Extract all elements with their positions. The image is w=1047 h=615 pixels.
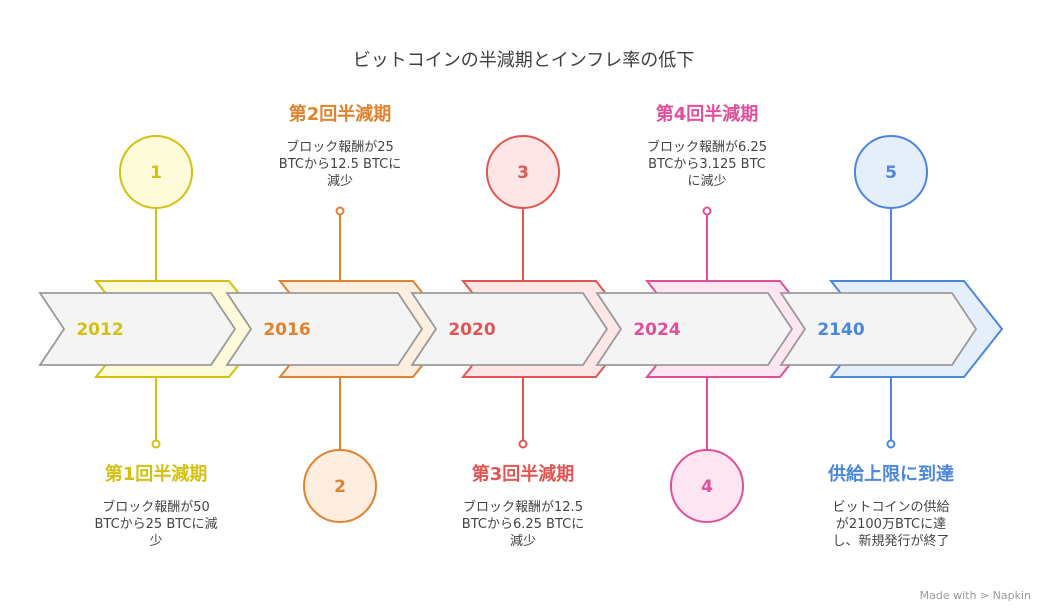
stage-title: 第3回半減期 [471, 464, 575, 485]
napkin-brand: Napkin [992, 589, 1031, 602]
stage-number: 4 [701, 477, 713, 497]
year-label: 2140 [817, 320, 864, 340]
timeline-chevron [225, 292, 424, 366]
made-with-napkin: Made with ⋗ Napkin [920, 589, 1031, 602]
description-line: ブロック報酬が25 [286, 140, 394, 155]
stage-number: 1 [150, 163, 162, 183]
description-line: BTCから3.125 BTC [648, 157, 766, 172]
stage-title: 第1回半減期 [104, 464, 208, 485]
description-line: BTCから12.5 BTCに [278, 157, 402, 172]
stage-number: 2 [334, 477, 346, 497]
connector-dot [335, 206, 345, 216]
stage-title: 供給上限に到達 [828, 464, 954, 485]
stage-number-circle [486, 135, 560, 209]
description-line: BTCから6.25 BTCに [461, 517, 585, 532]
description-line: し、新規発行が終了 [832, 534, 950, 549]
timeline-chevron [38, 292, 237, 366]
stage-number: 5 [885, 163, 897, 183]
description-line: 減少 [509, 534, 536, 549]
timeline-chevron [410, 292, 609, 366]
year-label: 2012 [76, 320, 123, 340]
timeline-chevron [779, 292, 978, 366]
stage-description: ビットコインの供給が2100万BTCに達し、新規発行が終了 [816, 499, 966, 550]
made-with-label: Made with [919, 589, 977, 602]
diagram-title: ビットコインの半減期とインフレ率の低下 [352, 50, 695, 71]
stage-number-circle [670, 449, 744, 523]
description-line: ビットコインの供給 [832, 500, 950, 515]
description-line: が2100万BTCに達 [835, 517, 947, 532]
description-line: 少 [149, 534, 163, 549]
year-label: 2024 [633, 320, 680, 340]
connector-dot [886, 439, 896, 449]
stage-number: 3 [517, 163, 529, 183]
year-label: 2016 [263, 320, 310, 340]
stage-number-circle [119, 135, 193, 209]
timeline-chevron [595, 292, 794, 366]
stage-number-circle [854, 135, 928, 209]
description-line: ブロック報酬が50 [102, 500, 210, 515]
year-label: 2020 [448, 320, 495, 340]
description-line: ブロック報酬が12.5 [463, 500, 583, 515]
description-line: に減少 [687, 174, 727, 189]
connector-dot [518, 439, 528, 449]
stage-title: 第4回半減期 [655, 104, 759, 125]
description-line: BTCから25 BTCに減 [94, 517, 218, 532]
connector-dot [702, 206, 712, 216]
description-line: 減少 [326, 174, 353, 189]
stage-title: 第2回半減期 [288, 104, 392, 125]
connector-dot [151, 439, 161, 449]
stage-number-circle [303, 449, 377, 523]
napkin-logo-icon: ⋗ [979, 589, 990, 602]
description-line: ブロック報酬が6.25 [647, 140, 767, 155]
